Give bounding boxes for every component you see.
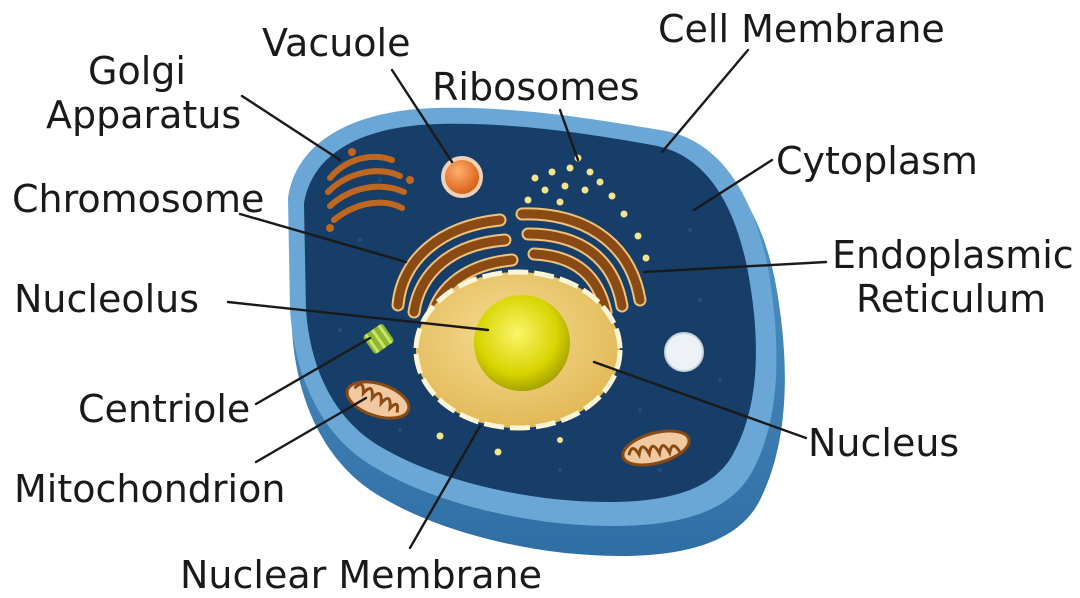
vacuole	[443, 158, 481, 196]
label-er-line1: Endoplasmic	[832, 233, 1074, 277]
vacuole-white	[665, 333, 703, 371]
label-nucleus: Nucleus	[808, 421, 959, 465]
label-nuclear-membrane: Nuclear Membrane	[180, 553, 542, 597]
label-mitochondrion: Mitochondrion	[14, 467, 285, 511]
label-nucleolus: Nucleolus	[14, 277, 199, 321]
nucleolus	[474, 295, 570, 391]
label-chromosome: Chromosome	[12, 177, 264, 221]
label-vacuole: Vacuole	[262, 21, 411, 65]
label-cell-membrane: Cell Membrane	[658, 7, 945, 51]
label-er-line2: Reticulum	[856, 277, 1046, 321]
label-golgi-line1: Golgi	[88, 49, 186, 93]
leader-golgi	[242, 96, 340, 160]
leader-cell-membrane	[662, 50, 748, 152]
label-centriole: Centriole	[78, 387, 250, 431]
label-golgi-line2: Apparatus	[46, 93, 241, 137]
label-cytoplasm: Cytoplasm	[776, 139, 978, 183]
label-ribosomes: Ribosomes	[432, 65, 640, 109]
